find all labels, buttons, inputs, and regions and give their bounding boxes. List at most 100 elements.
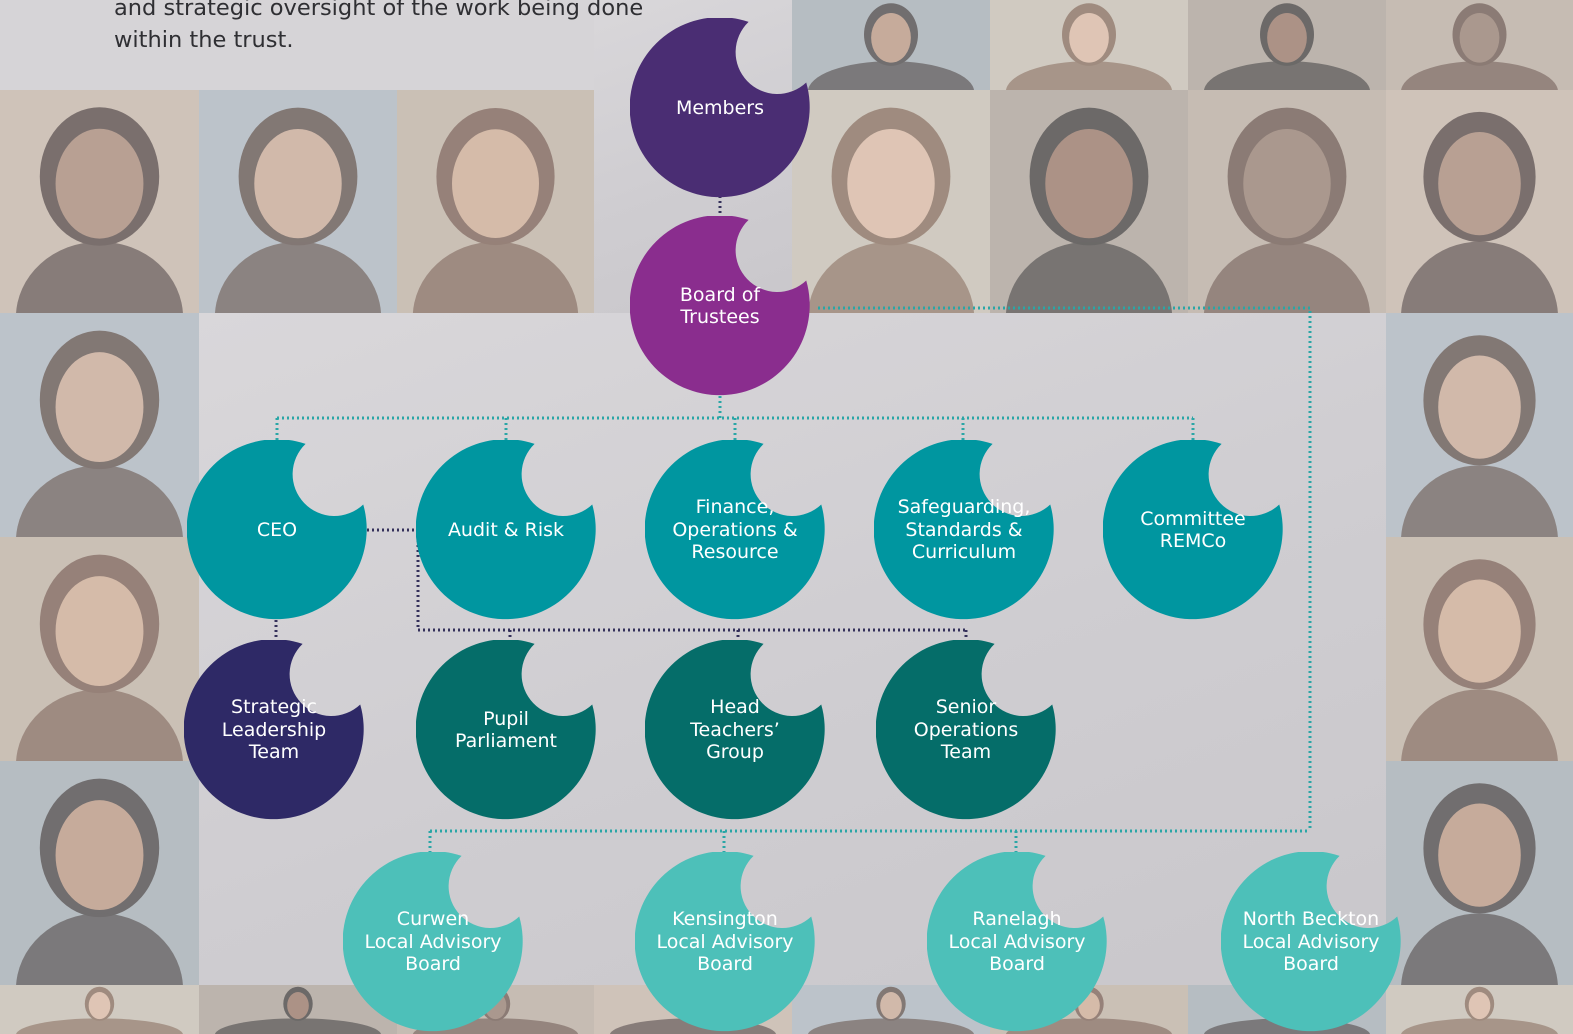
node-sot-label: Senior Operations Team (886, 640, 1046, 820)
node-safeguarding-standards-curriculum[interactable]: Safeguarding, Standards & Curriculum (874, 440, 1054, 620)
node-ranelagh-local-advisory-board[interactable]: Ranelagh Local Advisory Board (927, 852, 1107, 1032)
label-line: Local Advisory (948, 930, 1086, 953)
node-kensington-label: Kensington Local Advisory Board (645, 852, 805, 1032)
node-ranelagh-label: Ranelagh Local Advisory Board (937, 852, 1097, 1032)
node-remco-label: Committee REMCo (1113, 440, 1273, 620)
board-shape (630, 216, 810, 396)
ranelagh-shape (927, 852, 1107, 1032)
label-line: REMCo (1159, 530, 1227, 552)
intro-background (0, 0, 594, 90)
label-line: Safeguarding, (897, 496, 1031, 519)
photo-tile (0, 313, 199, 537)
connector-committees-groups (416, 530, 968, 640)
label-line: Pupil (483, 707, 529, 730)
node-audit-risk[interactable]: Audit & Risk (416, 440, 596, 620)
label-line: Group (706, 741, 764, 764)
node-slt-label: Strategic Leadership Team (194, 640, 354, 820)
intro-line: within the trust. (114, 27, 294, 53)
node-heads-label: Head Teachers’ Group (655, 640, 815, 820)
northbeckton-shape (1221, 852, 1401, 1032)
node-curwen-local-advisory-board[interactable]: Curwen Local Advisory Board (343, 852, 523, 1032)
label-line: Operations (913, 718, 1019, 741)
label-line: Members (675, 96, 765, 119)
node-audit-label: Audit & Risk (426, 440, 586, 620)
sot-shape (876, 640, 1056, 820)
node-ceo[interactable]: CEO (187, 440, 367, 620)
members-shape (630, 18, 810, 198)
connector-board-committees (275, 396, 1195, 440)
node-board-label: Board of Trustees (640, 216, 800, 396)
safeguarding-shape (874, 440, 1054, 620)
node-finance-label: Finance, Operations & Resource (655, 440, 815, 620)
label-line: Audit & Risk (447, 518, 565, 541)
label-line: North Beckton (1242, 908, 1380, 931)
audit-shape (416, 440, 596, 620)
node-northbeckton-label: North Beckton Local Advisory Board (1231, 852, 1391, 1032)
node-ceo-label: CEO (197, 440, 357, 620)
photo-tile (1386, 0, 1573, 90)
pupil-shape (416, 640, 596, 820)
node-kensington-local-advisory-board[interactable]: Kensington Local Advisory Board (635, 852, 815, 1032)
label-line: Senior (935, 696, 997, 719)
node-finance-operations-resource[interactable]: Finance, Operations & Resource (645, 440, 825, 620)
photo-tile (1386, 313, 1573, 537)
label-line: Curwen (396, 908, 470, 931)
node-pupil-parliament[interactable]: Pupil Parliament (416, 640, 596, 820)
photo-tile (397, 90, 594, 313)
photo-tile (0, 90, 199, 313)
label-line: Local Advisory (656, 930, 794, 953)
intro-paragraph: and strategic oversight of the work bein… (114, 0, 754, 56)
ceo-shape (187, 440, 367, 620)
photo-tile (0, 985, 199, 1034)
photo-tile (990, 0, 1188, 90)
label-line: CEO (256, 518, 298, 541)
node-members-label: Members (640, 18, 800, 198)
node-members[interactable]: Members (630, 18, 810, 198)
label-line: Teachers’ (690, 718, 780, 741)
connector-board-local-boards (428, 306, 1312, 852)
label-line: Leadership (221, 718, 327, 741)
node-pupil-label: Pupil Parliament (426, 640, 586, 820)
label-line: Board (697, 953, 753, 976)
photo-tile (1188, 0, 1386, 90)
node-committee-remco[interactable]: Committee REMCo (1103, 440, 1283, 620)
label-line: Curriculum (911, 541, 1017, 564)
photo-tile (1386, 537, 1573, 761)
kensington-shape (635, 852, 815, 1032)
node-strategic-leadership-team[interactable]: Strategic Leadership Team (184, 640, 364, 820)
photo-tile (1386, 985, 1573, 1034)
photo-tile (1188, 90, 1386, 313)
label-line: Strategic (231, 696, 317, 719)
photo-tile (990, 90, 1188, 313)
photo-tile (0, 537, 199, 761)
photo-tile (1386, 761, 1573, 985)
node-senior-operations-team[interactable]: Senior Operations Team (876, 640, 1056, 820)
label-line: Trustees (680, 306, 760, 328)
label-line: Board of (679, 283, 761, 306)
label-line: Head (710, 696, 760, 719)
finance-shape (645, 440, 825, 620)
photo-tile (1386, 90, 1573, 313)
label-line: Board (405, 953, 461, 976)
label-line: Operations & (672, 518, 798, 541)
node-board-of-trustees[interactable]: Board of Trustees (630, 216, 810, 396)
node-north-beckton-local-advisory-board[interactable]: North Beckton Local Advisory Board (1221, 852, 1401, 1032)
photo-tile (0, 761, 199, 985)
label-line: Resource (691, 541, 779, 564)
label-line: Team (940, 741, 992, 764)
node-head-teachers-group[interactable]: Head Teachers’ Group (645, 640, 825, 820)
label-line: Local Advisory (364, 930, 502, 953)
label-line: Local Advisory (1242, 930, 1380, 953)
photo-tile (792, 90, 990, 313)
photo-tile (199, 90, 397, 313)
photo-tile (792, 0, 990, 90)
slt-shape (184, 640, 364, 820)
label-line: Board (1283, 953, 1339, 976)
label-line: Committee (1140, 507, 1246, 530)
node-curwen-label: Curwen Local Advisory Board (353, 852, 513, 1032)
label-line: Board (989, 953, 1045, 976)
label-line: Kensington (672, 908, 778, 931)
label-line: Team (248, 741, 300, 764)
